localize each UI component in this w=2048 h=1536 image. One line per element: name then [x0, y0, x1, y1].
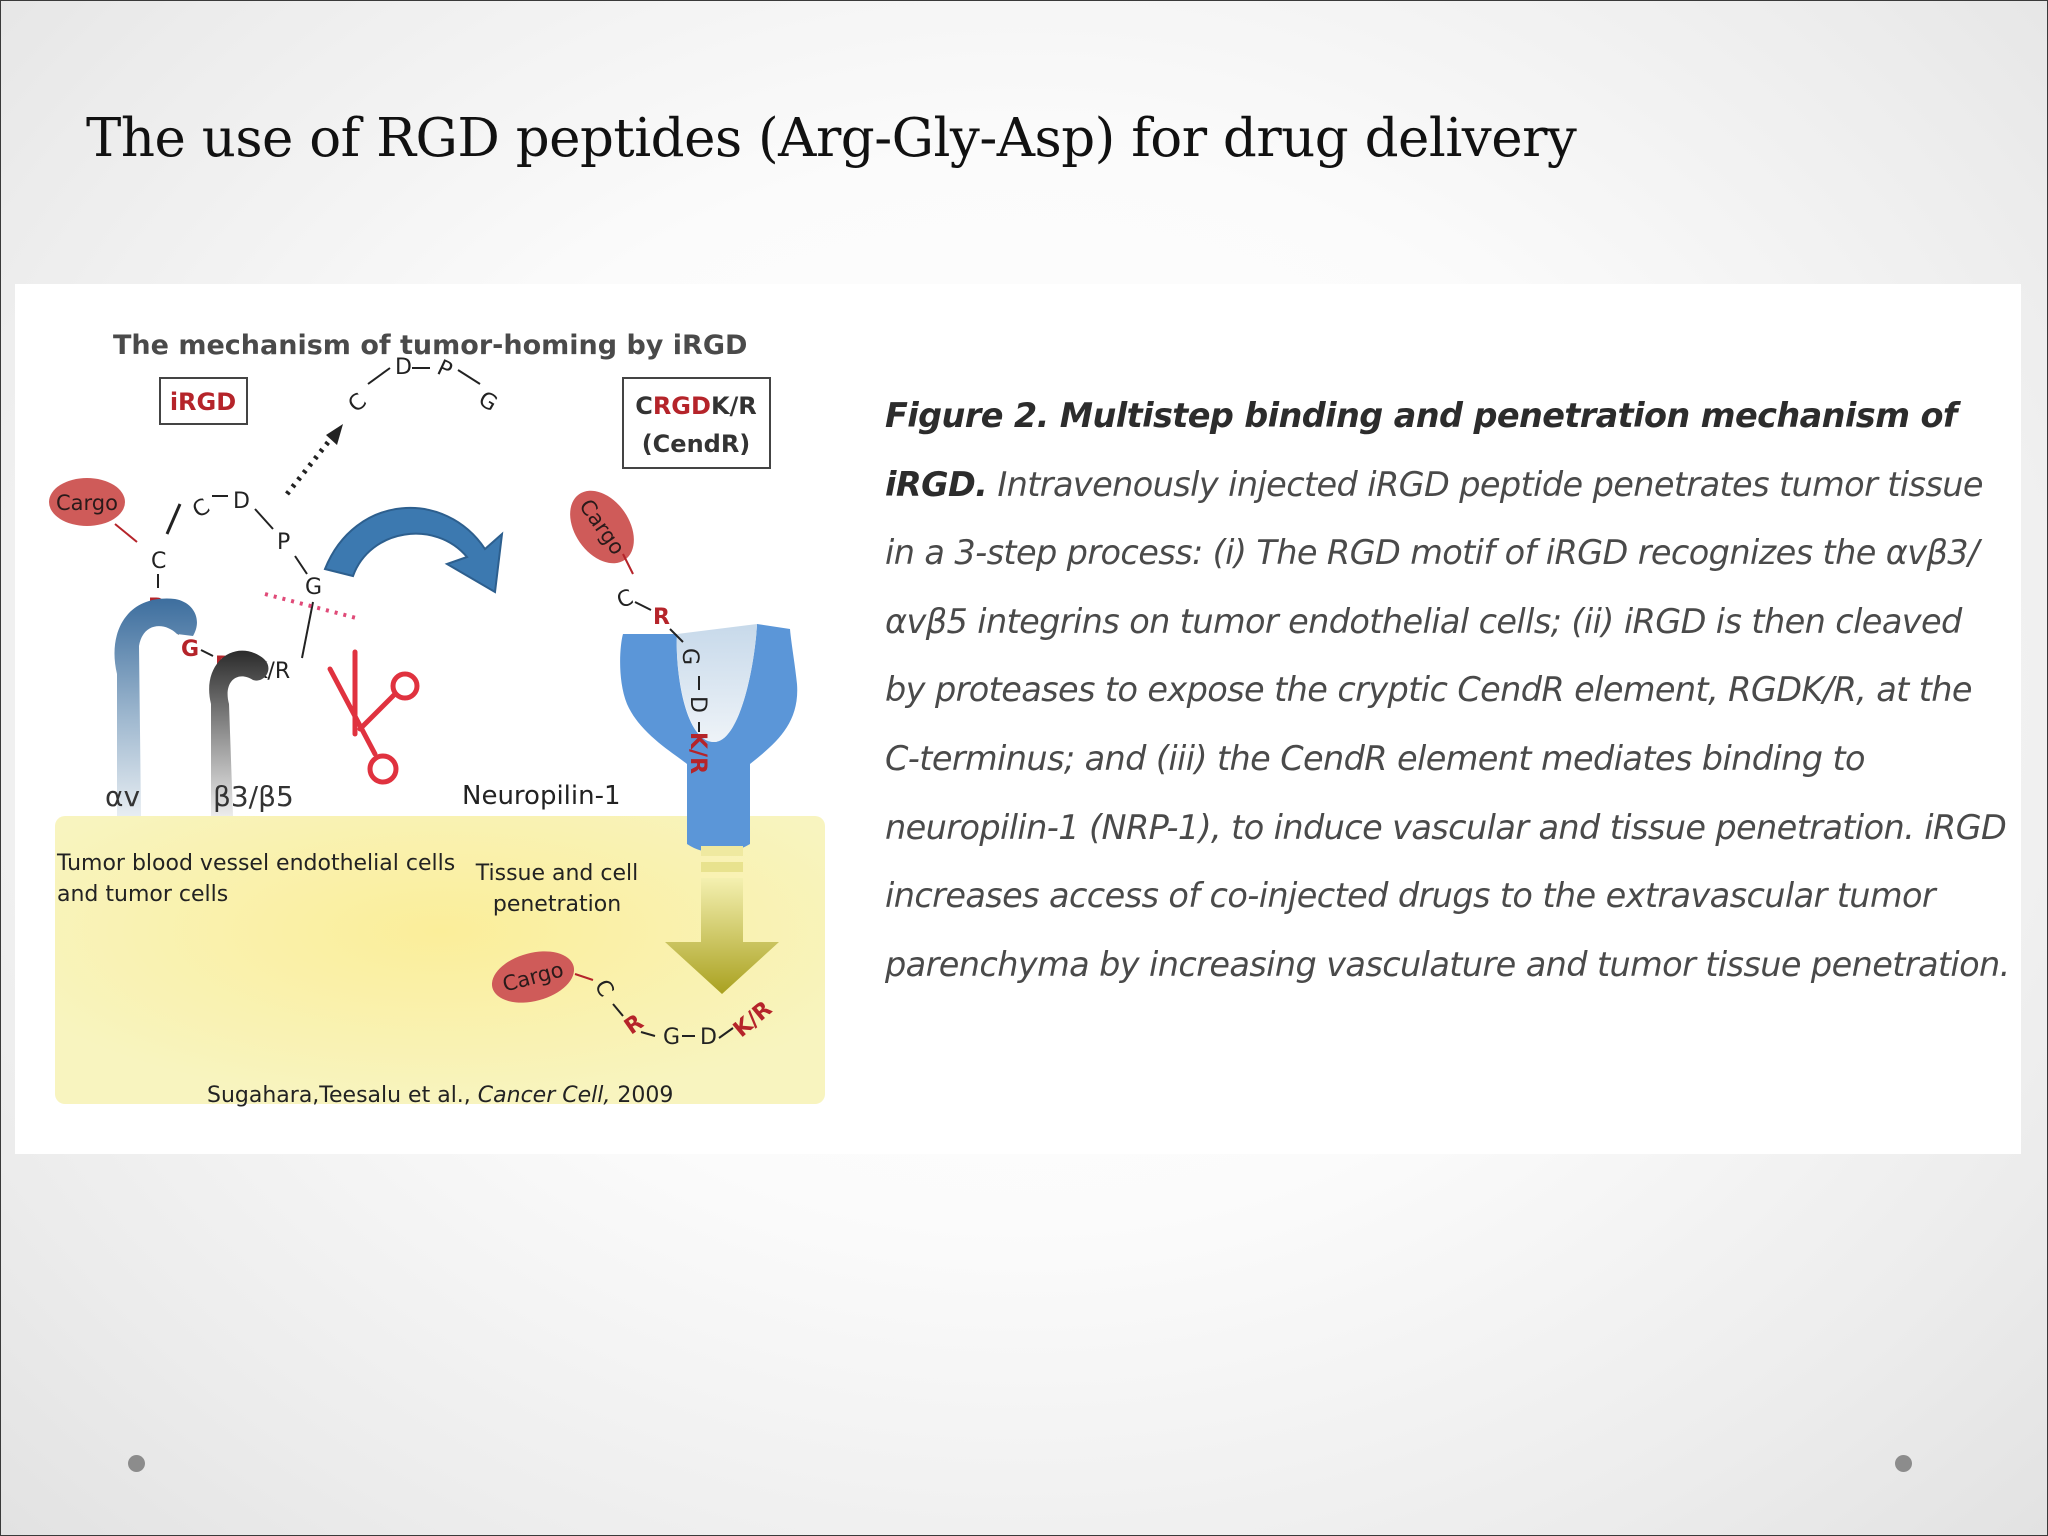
slide-bullet-right: [1895, 1455, 1912, 1472]
scissors-icon: [327, 649, 420, 785]
curved-transition-arrow: [323, 506, 504, 594]
down-arrow-stripe-2: [701, 862, 743, 872]
penetration-down-arrow: [665, 878, 779, 994]
alpha-v-integrin: [114, 598, 197, 816]
irgd-mechanism-diagram: The mechanism of tumor-homing by iRGD iR…: [49, 330, 825, 1108]
figure-caption: Figure 2. Multistep binding and penetrat…: [885, 382, 2010, 999]
diagram-heading: The mechanism of tumor-homing by iRGD: [113, 330, 747, 361]
cleaved-fragment: C D P G: [344, 355, 501, 418]
cargo-cyclic-link: [114, 523, 138, 543]
cyclic-c2: C: [151, 549, 166, 574]
penetration-label-line1: Tissue and cell: [475, 861, 639, 886]
release-dotted-arrow: [285, 434, 335, 496]
figure-caption-title: Figure 2. Multistep binding and penetrat…: [885, 396, 1957, 504]
figure-citation: Sugahara,Teesalu et al., Cancer Cell, 20…: [207, 1083, 673, 1108]
cargo-cyclic: [49, 478, 125, 526]
irgd-box: [159, 377, 248, 425]
bound-c: C: [614, 585, 637, 614]
figure-panel: The mechanism of tumor-homing by iRGD iR…: [15, 284, 2021, 1154]
endothelial-label-line1: Tumor blood vessel endothelial cells: [56, 851, 455, 876]
cyclic-g: G: [305, 575, 322, 600]
slide-bullet-left: [128, 1455, 145, 1472]
cargo-released: [491, 951, 575, 1003]
tumor-tissue-region: [55, 816, 825, 1104]
cargo-bound: [570, 490, 634, 564]
fragment-g: G: [474, 387, 501, 417]
released-g: G: [663, 1025, 680, 1050]
penetration-label-line2: penetration: [493, 892, 621, 917]
irgd-box-label: iRGD: [170, 388, 236, 416]
cendr-box-line1: CRGDK/R: [635, 392, 757, 420]
beta-label: β3/β5: [213, 780, 294, 813]
neuropilin-1-receptor: [620, 624, 798, 853]
cyclic-p: P: [277, 530, 290, 555]
cleavage-line: [264, 592, 361, 621]
cendr-box: [622, 377, 771, 469]
figure-caption-body: Intravenously injected iRGD peptide pene…: [885, 464, 2010, 984]
cyclic-c1: C: [188, 494, 214, 523]
cyclic-d: D: [233, 489, 250, 514]
fragment-c: C: [344, 389, 372, 418]
released-d: D: [700, 1025, 717, 1050]
down-arrow-stripe-1: [701, 846, 743, 856]
cargo-released-link: [574, 973, 594, 981]
cendr-box-line2: (CendR): [642, 430, 751, 458]
beta-integrin: [209, 650, 269, 816]
alpha-v-label: αv: [105, 780, 140, 813]
cyclic-g2: G: [181, 637, 199, 662]
fragment-d: D: [395, 355, 412, 380]
neuropilin-label: Neuropilin-1: [462, 781, 621, 811]
endothelial-label-line2: and tumor cells: [57, 882, 228, 907]
bound-kr: K/R: [685, 732, 710, 774]
release-arrowhead: [326, 424, 343, 445]
cargo-bound-link: [622, 553, 634, 575]
cargo-cyclic-label: Cargo: [56, 491, 118, 515]
slide-title: The use of RGD peptides (Arg-Gly-Asp) fo…: [86, 108, 1577, 169]
bound-g: G: [677, 648, 702, 665]
bound-d: D: [685, 696, 710, 713]
neuropilin-binding-pocket: [676, 624, 757, 743]
bound-r: R: [653, 605, 670, 630]
